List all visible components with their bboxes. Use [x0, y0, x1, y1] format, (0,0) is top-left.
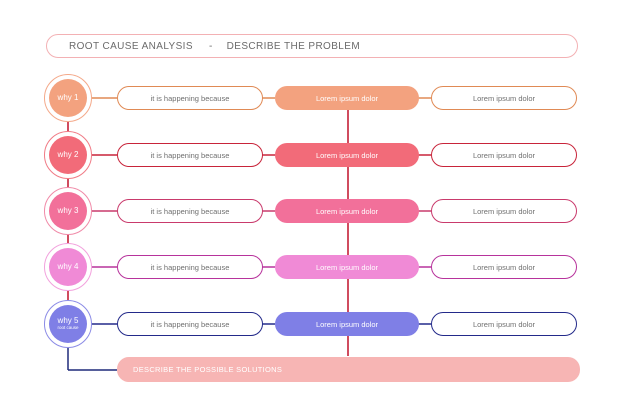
solutions-label: DESCRIBE THE POSSIBLE SOLUTIONS [133, 365, 283, 374]
middle-pill: Lorem ipsum dolor [275, 143, 419, 167]
why-label: why 1 [57, 93, 79, 102]
why-label: why 3 [57, 206, 79, 215]
result-pill: Lorem ipsum dolor [431, 143, 577, 167]
why-circle: why 4 [49, 248, 87, 286]
solutions-bar: DESCRIBE THE POSSIBLE SOLUTIONS [117, 357, 580, 382]
cause-pill: it is happening because [117, 255, 263, 279]
result-pill: Lorem ipsum dolor [431, 255, 577, 279]
title-left: ROOT CAUSE ANALYSIS [69, 40, 193, 52]
why-circle: why 1 [49, 79, 87, 117]
title-separator: - [208, 40, 213, 52]
result-pill: Lorem ipsum dolor [431, 86, 577, 110]
middle-pill: Lorem ipsum dolor [275, 86, 419, 110]
why-circle: why 3 [49, 192, 87, 230]
result-pill: Lorem ipsum dolor [431, 199, 577, 223]
why-label: why 4 [57, 262, 79, 271]
middle-pill: Lorem ipsum dolor [275, 312, 419, 336]
cause-pill: it is happening because [117, 312, 263, 336]
why-sublabel: root cause [57, 325, 79, 331]
cause-pill: it is happening because [117, 143, 263, 167]
title-bar: ROOT CAUSE ANALYSIS - DESCRIBE THE PROBL… [46, 34, 578, 58]
why-circle: why 2 [49, 136, 87, 174]
why-label: why 5 [57, 316, 79, 326]
cause-pill: it is happening because [117, 86, 263, 110]
why-label: why 2 [57, 150, 79, 159]
cause-pill: it is happening because [117, 199, 263, 223]
middle-pill: Lorem ipsum dolor [275, 255, 419, 279]
middle-pill: Lorem ipsum dolor [275, 199, 419, 223]
title-right: DESCRIBE THE PROBLEM [226, 40, 361, 52]
result-pill: Lorem ipsum dolor [431, 312, 577, 336]
